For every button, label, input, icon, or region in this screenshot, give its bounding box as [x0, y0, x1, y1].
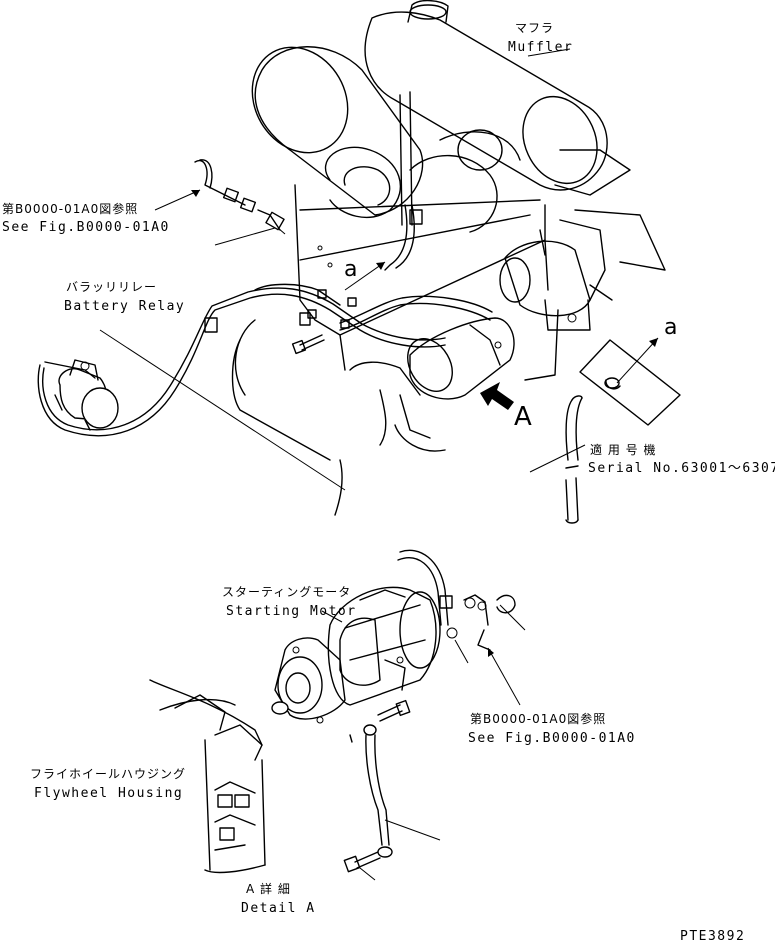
detail-label-en: Detail A [241, 901, 316, 916]
starting-motor-cable [397, 549, 516, 651]
reference-bottom-label-jp: 第B0000-01A0図参照 [470, 711, 606, 726]
flywheel-housing-detail [149, 679, 266, 874]
muffler [251, 0, 666, 271]
bolt-detail-lower [343, 851, 381, 873]
starting-motor-detail [271, 586, 441, 724]
starting-motor-top [349, 317, 515, 452]
leader-lines-top [99, 48, 659, 491]
bolt-top [291, 334, 325, 355]
battery-relay-harness [37, 283, 493, 437]
reference-top-label-en: See Fig.B0000-01A0 [2, 220, 170, 235]
battery-relay-label-en: Battery Relay [64, 299, 185, 314]
muffler-label-en: Muffler [508, 40, 573, 55]
reference-bottom-label-en: See Fig.B0000-01A0 [468, 731, 636, 746]
reference-top-label-jp: 第B0000-01A0図参照 [2, 201, 138, 216]
labels: マフラ Muffler 第B0000-01A0図参照 See Fig.B0000… [2, 21, 775, 944]
alternator [499, 219, 613, 331]
detail-label-jp: A 詳 細 [246, 881, 291, 896]
flywheel-housing-label-en: Flywheel Housing [34, 786, 183, 801]
marker-a-serial: a [664, 315, 677, 340]
marker-a-engine: a [344, 257, 357, 282]
bolt-detail-upper [377, 699, 411, 722]
serial-label-en: Serial No.63001～63072 [588, 461, 775, 476]
starting-motor-label-jp: スターティングモータ [222, 585, 351, 599]
starting-motor-label-en: Starting Motor [226, 604, 357, 619]
serial-label-jp: 適 用 号 機 [590, 442, 656, 457]
battery-relay [54, 359, 119, 431]
muffler-label-jp: マフラ [515, 21, 554, 35]
flywheel-housing-label-jp: フライホイールハウジング [30, 767, 186, 781]
view-arrow [480, 382, 514, 410]
battery-relay-label-jp: バラッリリレー [66, 280, 157, 294]
serial-detail [565, 339, 681, 524]
wire-connectors [194, 159, 286, 235]
marker-A-view: A [514, 402, 532, 432]
leader-lines-bottom [321, 604, 526, 881]
drawing-code: PTE3892 [680, 929, 745, 944]
engine-block [231, 184, 549, 516]
ground-strap [349, 724, 393, 858]
wiring-harness-upper [384, 204, 559, 381]
